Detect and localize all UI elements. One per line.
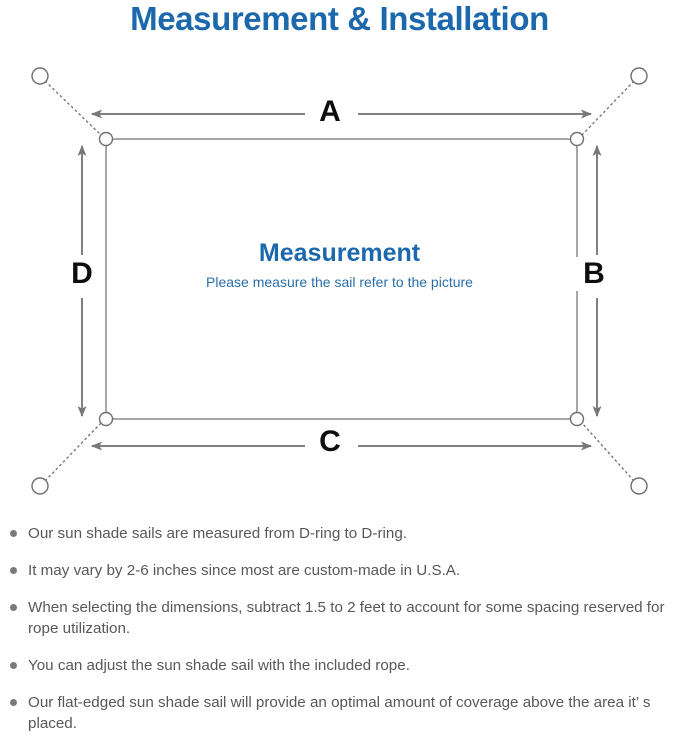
rope-line-bottom-right <box>581 422 635 482</box>
bullet-icon <box>10 604 17 611</box>
anchor-top-left-icon <box>31 67 49 85</box>
list-item-text: Our sun shade sails are measured from D-… <box>28 525 407 542</box>
anchor-bottom-right-icon <box>630 477 648 495</box>
sail-body <box>105 138 578 420</box>
dimension-label-a: A <box>308 95 352 129</box>
bullet-icon <box>10 530 17 537</box>
page-title: Measurement & Installation <box>130 0 549 37</box>
dimension-label-c: C <box>308 425 352 459</box>
d-rings <box>98 131 585 427</box>
d-ring-bottom-left-icon <box>98 411 114 427</box>
bullet-icon <box>10 662 17 669</box>
dimension-label-b: B <box>574 257 614 291</box>
anchor-points <box>31 67 648 495</box>
list-item: You can adjust the sun shade sail with t… <box>0 655 679 676</box>
list-item: Our sun shade sails are measured from D-… <box>0 523 679 544</box>
notes-list: Our sun shade sails are measured from D-… <box>0 523 679 750</box>
d-ring-top-right-icon <box>569 131 585 147</box>
list-item-text: When selecting the dimensions, subtract … <box>28 599 665 637</box>
list-item-text: Our flat-edged sun shade sail will provi… <box>28 694 651 732</box>
anchor-bottom-left-icon <box>31 477 49 495</box>
list-item-text: It may vary by 2-6 inches since most are… <box>28 562 461 579</box>
diagram-svg <box>31 67 648 495</box>
d-ring-bottom-right-icon <box>569 411 585 427</box>
bullet-icon <box>10 567 17 574</box>
list-item: Our flat-edged sun shade sail will provi… <box>0 692 679 734</box>
list-item-text: You can adjust the sun shade sail with t… <box>28 657 410 674</box>
list-item: It may vary by 2-6 inches since most are… <box>0 560 679 581</box>
bullet-icon <box>10 699 17 706</box>
sun-shade-sail-measurement-diagram: A B C D Measurement Please measure the s… <box>0 50 679 515</box>
rope-lines <box>44 80 635 482</box>
list-item: When selecting the dimensions, subtract … <box>0 597 679 639</box>
anchor-top-right-icon <box>630 67 648 85</box>
d-ring-top-left-icon <box>98 131 114 147</box>
dimension-label-d: D <box>62 257 102 291</box>
rope-line-bottom-left <box>44 422 102 482</box>
rope-line-top-right <box>581 80 635 136</box>
rope-line-top-left <box>44 80 102 136</box>
